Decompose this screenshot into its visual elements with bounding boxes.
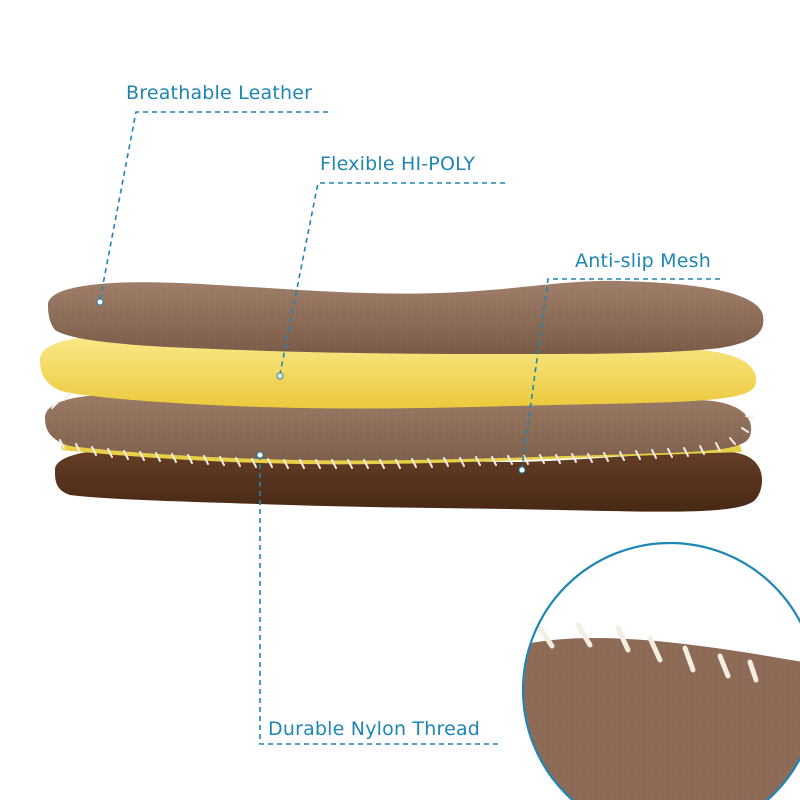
stitch-line [51, 388, 754, 469]
callout-lines [99, 111, 720, 745]
magnifier-ring [521, 541, 800, 804]
detail-magnifier [521, 541, 800, 804]
callout-dots [96, 298, 526, 474]
label-flexible-hipoly: Flexible HI-POLY [320, 153, 476, 175]
label-anti-slip-mesh: Anti-slip Mesh [575, 250, 712, 272]
label-breathable-leather: Breathable Leather [126, 82, 313, 104]
label-durable-nylon-thread: Durable Nylon Thread [268, 718, 481, 740]
